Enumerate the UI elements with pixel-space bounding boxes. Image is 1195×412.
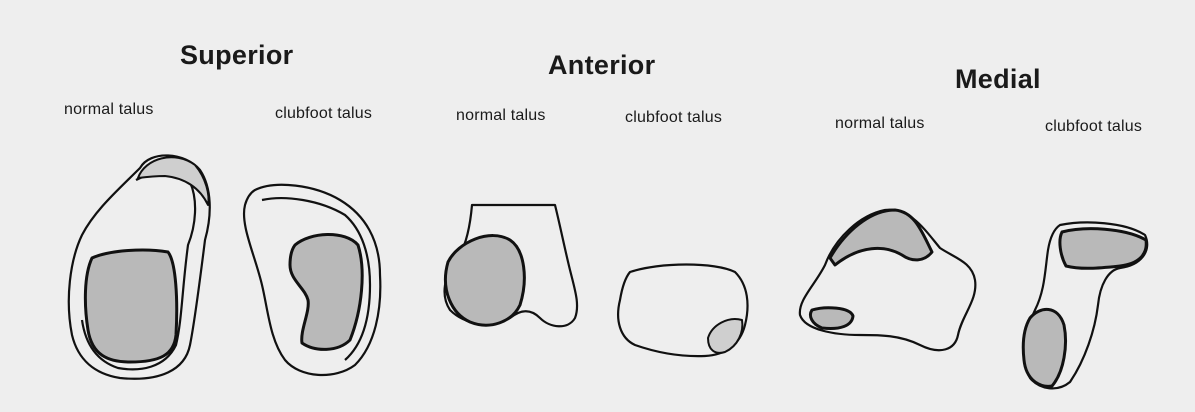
anterior-clubfoot-articular-surface [708, 319, 742, 353]
heading-anterior: Anterior [548, 50, 655, 81]
superior-normal-head-surface [138, 157, 208, 205]
medial-normal-lower-surface [810, 308, 853, 329]
medial-clubfoot-label: clubfoot talus [1045, 118, 1142, 136]
medial-clubfoot-upper-surface [1060, 229, 1146, 269]
anterior-normal-talus-drawing [445, 205, 578, 326]
medial-normal-talus-drawing [800, 210, 976, 350]
anterior-clubfoot-label: clubfoot talus [625, 109, 722, 127]
heading-medial: Medial [955, 64, 1041, 95]
medial-clubfoot-lower-surface [1023, 309, 1065, 386]
superior-clubfoot-talus-drawing [244, 185, 380, 375]
anterior-normal-label: normal talus [456, 107, 546, 125]
medial-clubfoot-talus-drawing [1023, 222, 1147, 388]
anterior-clubfoot-talus-drawing [618, 265, 747, 357]
superior-clubfoot-trochlea-surface [290, 234, 362, 349]
superior-normal-trochlea-surface [85, 250, 176, 362]
heading-superior: Superior [180, 40, 293, 71]
superior-normal-label: normal talus [64, 101, 154, 119]
medial-normal-label: normal talus [835, 115, 925, 133]
superior-normal-talus-drawing [69, 155, 210, 378]
anterior-normal-articular-surface [445, 236, 524, 326]
superior-clubfoot-label: clubfoot talus [275, 105, 372, 123]
medial-normal-upper-surface [830, 210, 932, 265]
